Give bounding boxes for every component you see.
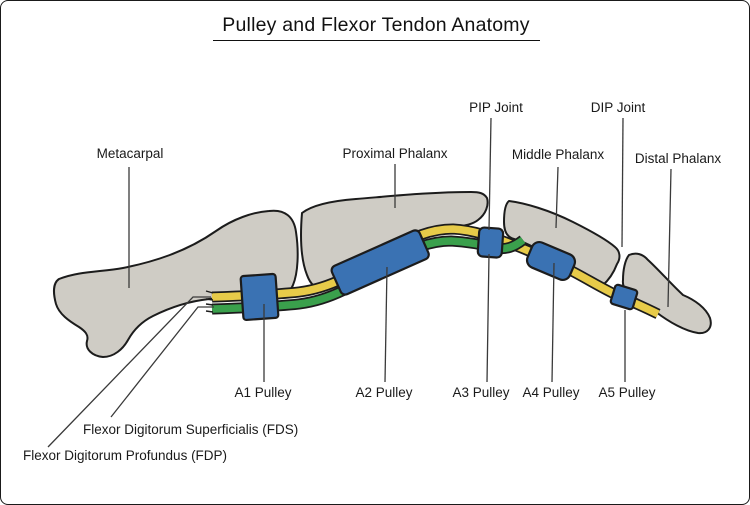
a5-pulley-shape [609, 283, 639, 311]
label-proximal-phalanx: Proximal Phalanx [342, 146, 448, 161]
leader-lines-group [47, 117, 672, 448]
a3-pulley-shape [476, 226, 505, 259]
page-title: Pulley and Flexor Tendon Anatomy [222, 14, 530, 36]
label-a4-pulley: A4 Pulley [522, 385, 580, 400]
a2-pulley-leader-line [384, 266, 388, 383]
label-metacarpal: Metacarpal [96, 146, 164, 161]
pulleys-group [239, 226, 639, 322]
a4-pulley-shape [525, 240, 577, 282]
a4-pulley-leader-line [551, 262, 555, 383]
fdp-leader-line [47, 296, 211, 448]
a1-pulley-shape [239, 272, 280, 322]
label-a3-pulley: A3 Pulley [452, 385, 510, 400]
middle-phalanx-leader-line [555, 166, 559, 229]
fds-leader-line [110, 306, 214, 418]
pip-joint-leader-line [488, 117, 492, 231]
tendon-tip-fray [205, 290, 214, 313]
label-pip-joint: PIP Joint [469, 100, 523, 115]
a3-pulley-leader-line [486, 253, 490, 383]
label-fdp: Flexor Digitorum Profundus (FDP) [23, 448, 228, 463]
label-middle-phalanx: Middle Phalanx [511, 147, 605, 162]
label-fds: Flexor Digitorum Superficialis (FDS) [83, 422, 299, 437]
label-distal-phalanx: Distal Phalanx [634, 151, 722, 166]
title-underline [213, 40, 540, 41]
label-a5-pulley: A5 Pulley [598, 385, 656, 400]
label-dip-joint: DIP Joint [590, 100, 646, 115]
label-a1-pulley: A1 Pulley [234, 385, 292, 400]
distal-phalanx-leader-line [667, 168, 672, 308]
label-a2-pulley: A2 Pulley [355, 385, 413, 400]
dip-joint-leader-line [621, 117, 624, 248]
